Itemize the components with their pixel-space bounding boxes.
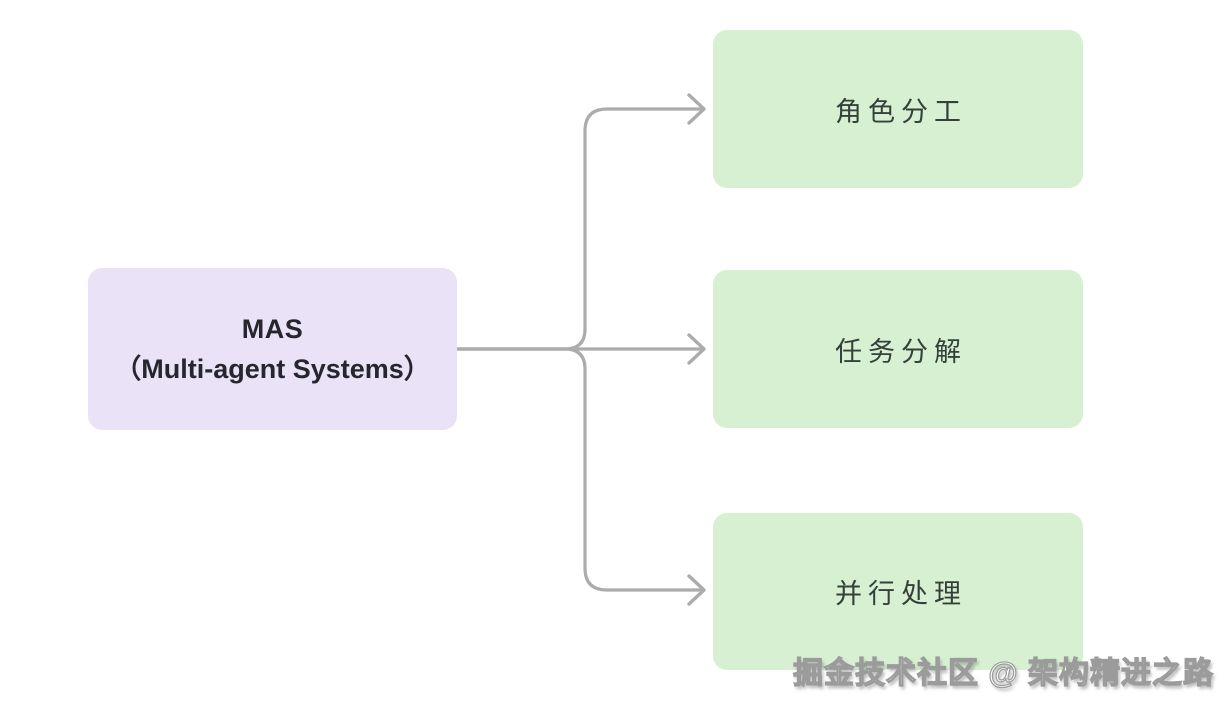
node-role-division: 角色分工 (713, 30, 1083, 188)
connector-line-top (455, 107, 702, 351)
node-parallel-processing: 并行处理 (713, 513, 1083, 670)
node-mas-title: MAS (241, 313, 304, 344)
node-task-decomposition-label: 任务分解 (835, 336, 967, 367)
connector-line-bottom (455, 347, 702, 592)
node-mas: MAS （Multi-agent Systems） (88, 268, 457, 430)
node-mas-subtitle: （Multi-agent Systems） (114, 354, 431, 384)
watermark: 掘金技术社区 @ 架构精进之路 (792, 656, 1214, 690)
arrowhead-top-icon (687, 93, 706, 125)
arrowhead-middle-icon (687, 333, 706, 365)
node-role-division-label: 角色分工 (835, 96, 967, 127)
arrowhead-bottom-icon (687, 574, 706, 606)
node-parallel-processing-label: 并行处理 (835, 579, 967, 609)
node-task-decomposition: 任务分解 (713, 270, 1083, 428)
